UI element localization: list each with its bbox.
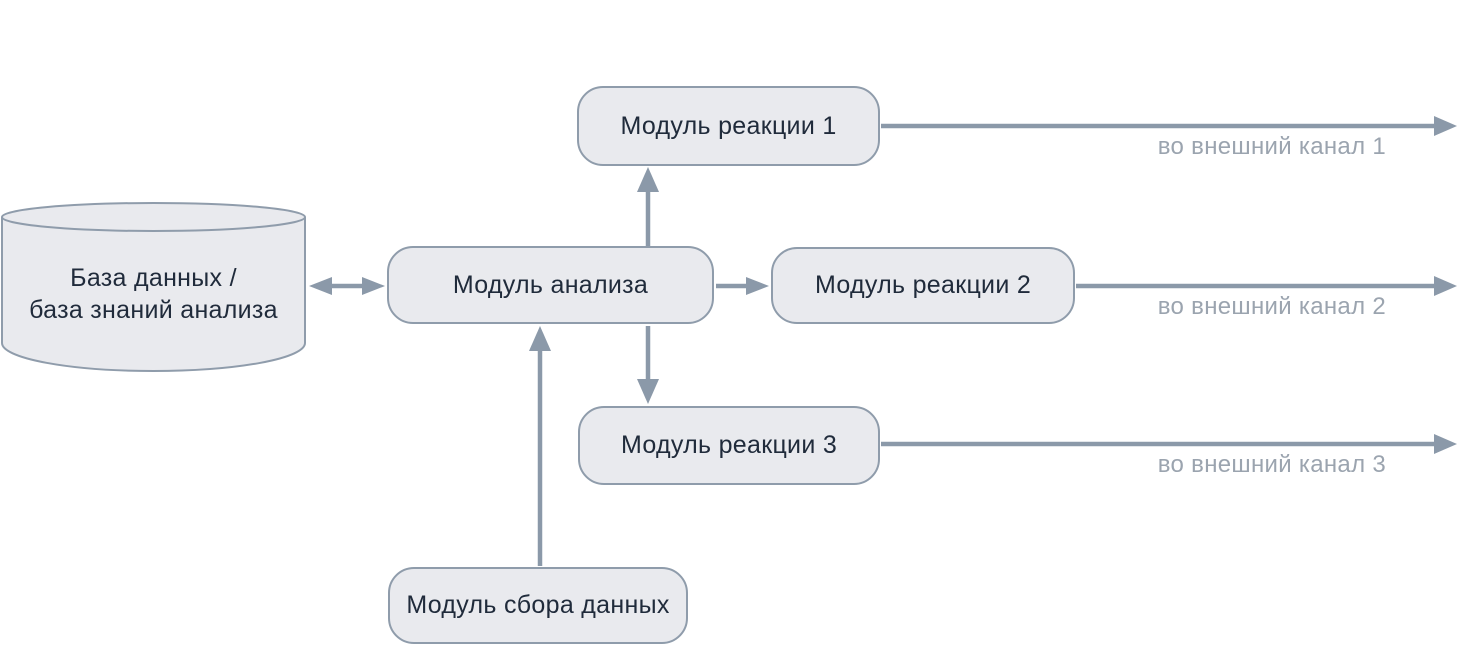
reaction-module-2-label: Модуль реакции 2 [814, 271, 1032, 299]
edge-reaction3-external3 [881, 434, 1457, 454]
database-cylinder-shape [1, 202, 306, 372]
analysis-module-label: Модуль анализа [452, 270, 649, 299]
reaction-module-3-label: Модуль реакции 3 [620, 431, 838, 459]
edge-analysis-reaction3 [637, 326, 659, 404]
external-channel-label-2: во внешний канал 2 [1157, 293, 1386, 320]
database-label-line1: База данных / [70, 264, 237, 292]
edge-reaction1-external1 [881, 116, 1457, 136]
external-channel-label-3: во внешний канал 3 [1157, 451, 1386, 478]
data-collection-module-label: Модуль сбора данных [406, 591, 670, 619]
edge-analysis-reaction1 [637, 167, 659, 246]
database-label-line2: база знаний анализа [29, 296, 278, 324]
reaction-module-1-label: Модуль реакции 1 [620, 111, 837, 140]
edge-reaction2-external2 [1076, 276, 1457, 296]
node-database: База данных / база знаний анализа [2, 203, 305, 371]
node-reaction-module-2: Модуль реакции 2 [771, 247, 1075, 324]
external-channel-label-1: во внешний канал 1 [1157, 133, 1386, 160]
edge-database-analysis [309, 277, 385, 295]
node-reaction-module-1: Модуль реакции 1 [577, 86, 880, 166]
node-data-collection-module: Модуль сбора данных [388, 567, 688, 644]
node-analysis-module: Модуль анализа [387, 246, 714, 324]
edge-analysis-reaction2 [716, 277, 769, 295]
edge-collector-analysis [529, 326, 551, 566]
node-reaction-module-3: Модуль реакции 3 [578, 406, 880, 485]
